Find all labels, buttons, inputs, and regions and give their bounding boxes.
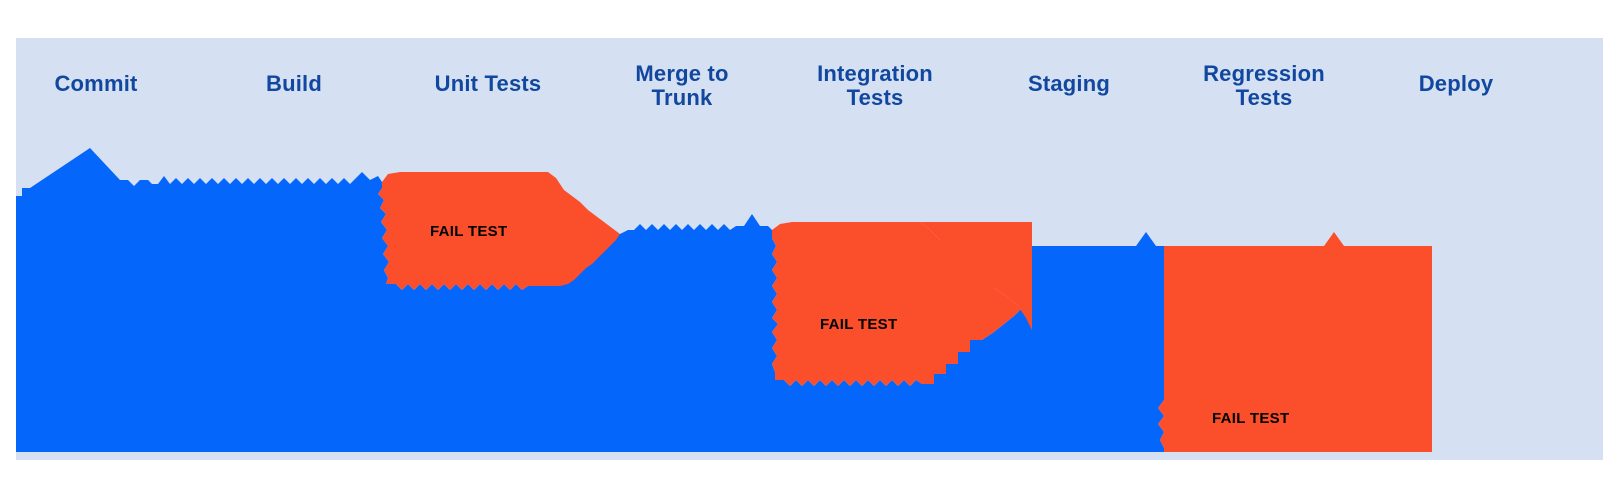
stage-label-commit[interactable]: Commit [54,71,138,96]
fail-regression-tests-label: FAIL TEST [1212,410,1290,427]
stage-label-regression-tests[interactable]: Regression Tests [1203,61,1325,110]
stage-label-build[interactable]: Build [266,71,322,96]
fail-integration-tests-label: FAIL TEST [820,316,898,333]
fail-area-regression-tests [1158,232,1432,452]
stage-label-unit-tests[interactable]: Unit Tests [434,71,542,96]
fail-unit-tests-label: FAIL TEST [430,223,508,240]
pass-area-blue [16,148,1164,452]
fail-area-unit-tests [378,172,620,290]
stage-label-integration-tests[interactable]: Integration Tests [817,61,933,110]
stage-label-merge-to-trunk[interactable]: Merge to Trunk [635,61,729,110]
stage-label-deploy[interactable]: Deploy [1418,71,1494,96]
fail-area-integration-tests-edge [920,222,1032,330]
fail-area-integration-tests [772,222,1032,386]
stage-label-staging[interactable]: Staging [1027,71,1111,96]
